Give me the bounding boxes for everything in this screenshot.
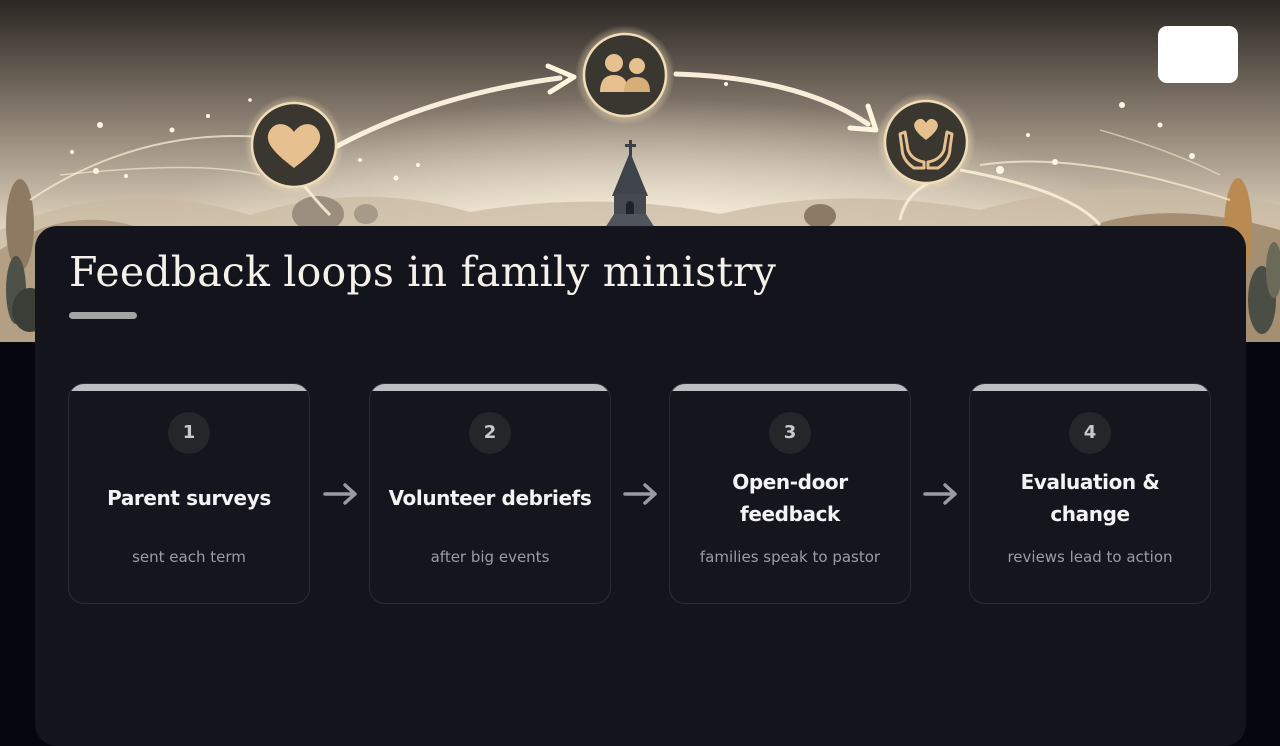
title-underline xyxy=(69,312,137,319)
step-title: Volunteer debriefs xyxy=(388,486,592,510)
arrow-right-icon xyxy=(623,483,657,505)
card-top-bar xyxy=(69,384,309,391)
step-title: Open-door feedback xyxy=(732,470,848,526)
step-card-2: 2 Volunteer debriefs after big events xyxy=(369,383,611,604)
card-top-bar xyxy=(970,384,1210,391)
step-subtitle: families speak to pastor xyxy=(699,548,881,566)
arrow-right-icon xyxy=(323,483,357,505)
step-number-badge: 1 xyxy=(168,412,210,454)
card-top-bar xyxy=(670,384,910,391)
step-title: Parent surveys xyxy=(107,486,271,510)
step-card-1: 1 Parent surveys sent each term xyxy=(68,383,310,604)
step-title: Evaluation & change xyxy=(1020,470,1160,526)
corner-placeholder-box xyxy=(1158,26,1238,83)
hands-heart-icon xyxy=(876,92,976,192)
step-number-badge: 4 xyxy=(1069,412,1111,454)
arrow-right-icon xyxy=(923,483,957,505)
card-top-bar xyxy=(370,384,610,391)
step-number-badge: 3 xyxy=(769,412,811,454)
step-subtitle: after big events xyxy=(430,548,550,566)
step-card-4: 4 Evaluation & change reviews lead to ac… xyxy=(969,383,1211,604)
step-subtitle: reviews lead to action xyxy=(1007,548,1173,566)
page-title: Feedback loops in family ministry xyxy=(69,248,777,296)
step-subtitle: sent each term xyxy=(132,548,246,566)
church-steeple xyxy=(605,140,655,228)
heart-icon xyxy=(244,95,344,195)
step-number-badge: 2 xyxy=(469,412,511,454)
people-icon xyxy=(575,25,675,125)
step-card-3: 3 Open-door feedback families speak to p… xyxy=(669,383,911,604)
